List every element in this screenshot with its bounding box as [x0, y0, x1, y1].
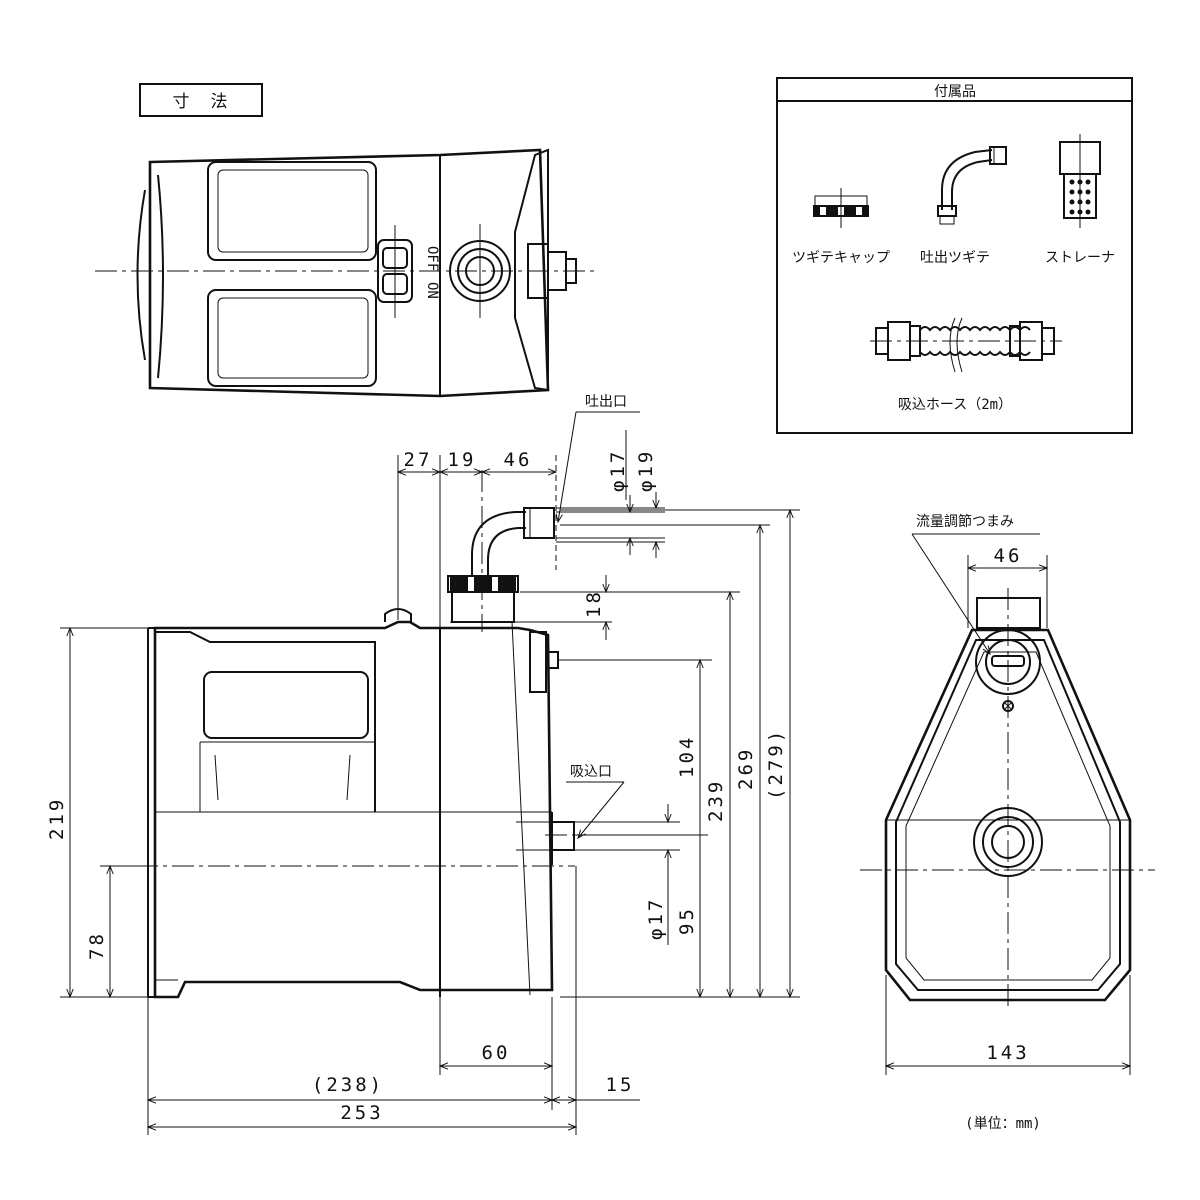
suction-hose-icon: [870, 317, 1062, 373]
dim-269: 269: [735, 747, 757, 790]
dim-104: 104: [676, 735, 698, 778]
joint-cap-icon: [813, 188, 869, 228]
dim-46: 46: [504, 449, 533, 471]
joint-cap-label: ツギテキャップ: [792, 250, 890, 266]
suction-hose-label: 吸込ホース（2m）: [898, 397, 1012, 413]
dim-27: 27: [404, 449, 433, 471]
suction-callout: 吸込口: [570, 764, 612, 780]
title-box: 寸 法: [139, 83, 263, 117]
flow-knob-callout: 流量調節つまみ: [916, 513, 1014, 530]
dim-219: 219: [46, 797, 68, 840]
dim-143: 143: [986, 1042, 1029, 1064]
discharge-callout: 吐出口: [585, 394, 627, 410]
dim-phi19: φ19: [635, 449, 657, 492]
dim-238: (238): [312, 1074, 384, 1096]
title-text: 寸 法: [173, 92, 230, 112]
dim-60: 60: [482, 1042, 511, 1064]
dim-78: 78: [86, 931, 108, 960]
switch-off-label: OFF: [424, 246, 440, 271]
dim-18: 18: [583, 589, 605, 618]
unit-note: (単位：mm): [965, 1116, 1041, 1132]
side-dimensions: 27 19 46 吐出口 φ17 φ19 18 104: [46, 394, 800, 1135]
dim-knob-46: 46: [994, 545, 1023, 567]
discharge-joint-icon: [937, 146, 1007, 225]
dim-19: 19: [448, 449, 477, 471]
top-view: OFF ON: [95, 148, 598, 398]
accessories-header: 付属品: [934, 84, 976, 100]
dim-phi17-bottom: φ17: [645, 897, 667, 940]
strainer-label: ストレーナ: [1045, 250, 1115, 266]
switch-on-label: ON: [424, 282, 440, 299]
dim-253: 253: [340, 1102, 383, 1124]
side-view: [100, 470, 600, 999]
dim-15: 15: [606, 1074, 635, 1096]
dim-95: 95: [676, 906, 698, 935]
dim-279: (279): [765, 728, 787, 800]
dim-phi17-top: φ17: [607, 449, 629, 492]
strainer-icon: [1059, 134, 1101, 228]
accessories-panel: 付属品 ツギテキャップ 吐出ツギテ: [776, 77, 1133, 434]
discharge-joint-label: 吐出ツギテ: [920, 250, 990, 266]
front-view: [860, 588, 1155, 1010]
dim-239: 239: [705, 779, 727, 822]
front-dimensions: 流量調節つまみ 46 143 (単位：mm): [884, 513, 1132, 1132]
